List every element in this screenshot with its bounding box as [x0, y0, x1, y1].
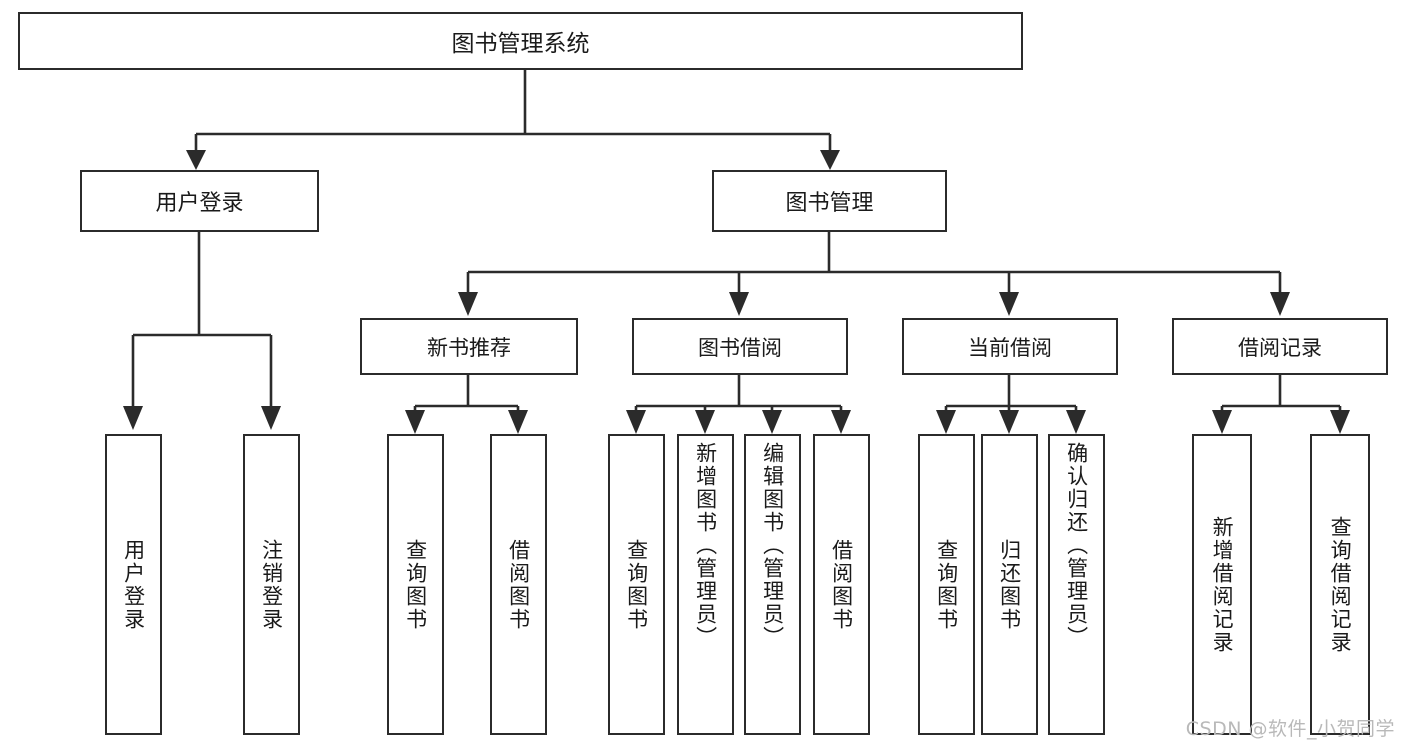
arrowhead-query-record [1330, 410, 1350, 434]
node-leaf-query-book-2-label: 查询图书 [624, 538, 649, 631]
node-leaf-edit-book-label: 编辑图书（管理员） [760, 442, 785, 649]
arrowhead-new-book-recommend [458, 292, 478, 316]
node-book-manage-label: 图书管理 [785, 191, 874, 216]
arrowhead-book-borrow [729, 292, 749, 316]
arrowhead-query-book-1 [405, 410, 425, 434]
node-leaf-query-book-3[interactable]: 查询图书 [918, 434, 975, 735]
arrowhead-query-book-2 [626, 410, 646, 434]
node-root-label: 图书管理系统 [451, 31, 590, 57]
node-book-borrow[interactable]: 图书借阅 [632, 318, 848, 375]
node-leaf-logout[interactable]: 注销登录 [243, 434, 300, 735]
node-leaf-add-record[interactable]: 新增借阅记录 [1192, 434, 1252, 735]
arrowhead-borrow-book-2 [831, 410, 851, 434]
node-root[interactable]: 图书管理系统 [18, 12, 1023, 70]
node-leaf-borrow-book-2[interactable]: 借阅图书 [813, 434, 870, 735]
node-leaf-query-record-label: 查询借阅记录 [1328, 515, 1353, 654]
arrowhead-book-manage [820, 150, 840, 170]
node-leaf-user-login-label: 用户登录 [121, 538, 146, 631]
node-leaf-add-record-label: 新增借阅记录 [1210, 515, 1235, 654]
node-book-manage[interactable]: 图书管理 [712, 170, 947, 232]
node-leaf-borrow-book-1-label: 借阅图书 [506, 538, 531, 631]
node-user-login-label: 用户登录 [155, 191, 244, 216]
arrowhead-query-book-3 [936, 410, 956, 434]
node-leaf-query-book-2[interactable]: 查询图书 [608, 434, 665, 735]
arrowhead-edit-book [762, 410, 782, 434]
node-leaf-add-book[interactable]: 新增图书（管理员） [677, 434, 734, 735]
node-leaf-confirm-return-label: 确认归还（管理员） [1064, 442, 1089, 649]
arrowhead-borrow-record [1270, 292, 1290, 316]
node-leaf-query-book-3-label: 查询图书 [934, 538, 959, 631]
watermark: CSDN @软件_小贺同学 [1185, 718, 1395, 740]
arrowhead-user-login [186, 150, 206, 170]
node-new-book-recommend[interactable]: 新书推荐 [360, 318, 578, 375]
node-leaf-borrow-book-2-label: 借阅图书 [829, 538, 854, 631]
arrowhead-leaf-logout [261, 406, 281, 430]
node-user-login[interactable]: 用户登录 [80, 170, 319, 232]
node-leaf-add-book-label: 新增图书（管理员） [693, 442, 718, 649]
arrowhead-add-book [695, 410, 715, 434]
node-leaf-query-record[interactable]: 查询借阅记录 [1310, 434, 1370, 735]
node-leaf-edit-book[interactable]: 编辑图书（管理员） [744, 434, 801, 735]
arrowhead-add-record [1212, 410, 1232, 434]
node-leaf-user-login[interactable]: 用户登录 [105, 434, 162, 735]
arrowhead-borrow-book-1 [508, 410, 528, 434]
node-leaf-return-book-label: 归还图书 [997, 538, 1022, 631]
node-current-borrow[interactable]: 当前借阅 [902, 318, 1118, 375]
node-leaf-query-book-1-label: 查询图书 [403, 538, 428, 631]
node-borrow-record-label: 借阅记录 [1238, 335, 1322, 360]
arrowhead-leaf-user-login [123, 406, 143, 430]
node-leaf-logout-label: 注销登录 [259, 538, 284, 631]
arrowhead-confirm-return [1066, 410, 1086, 434]
arrowhead-current-borrow [999, 292, 1019, 316]
node-current-borrow-label: 当前借阅 [968, 335, 1052, 360]
arrowhead-return-book [999, 410, 1019, 434]
node-book-borrow-label: 图书借阅 [698, 335, 782, 360]
node-borrow-record[interactable]: 借阅记录 [1172, 318, 1388, 375]
node-leaf-borrow-book-1[interactable]: 借阅图书 [490, 434, 547, 735]
node-leaf-confirm-return[interactable]: 确认归还（管理员） [1048, 434, 1105, 735]
node-new-book-recommend-label: 新书推荐 [427, 335, 511, 360]
node-leaf-return-book[interactable]: 归还图书 [981, 434, 1038, 735]
node-leaf-query-book-1[interactable]: 查询图书 [387, 434, 444, 735]
